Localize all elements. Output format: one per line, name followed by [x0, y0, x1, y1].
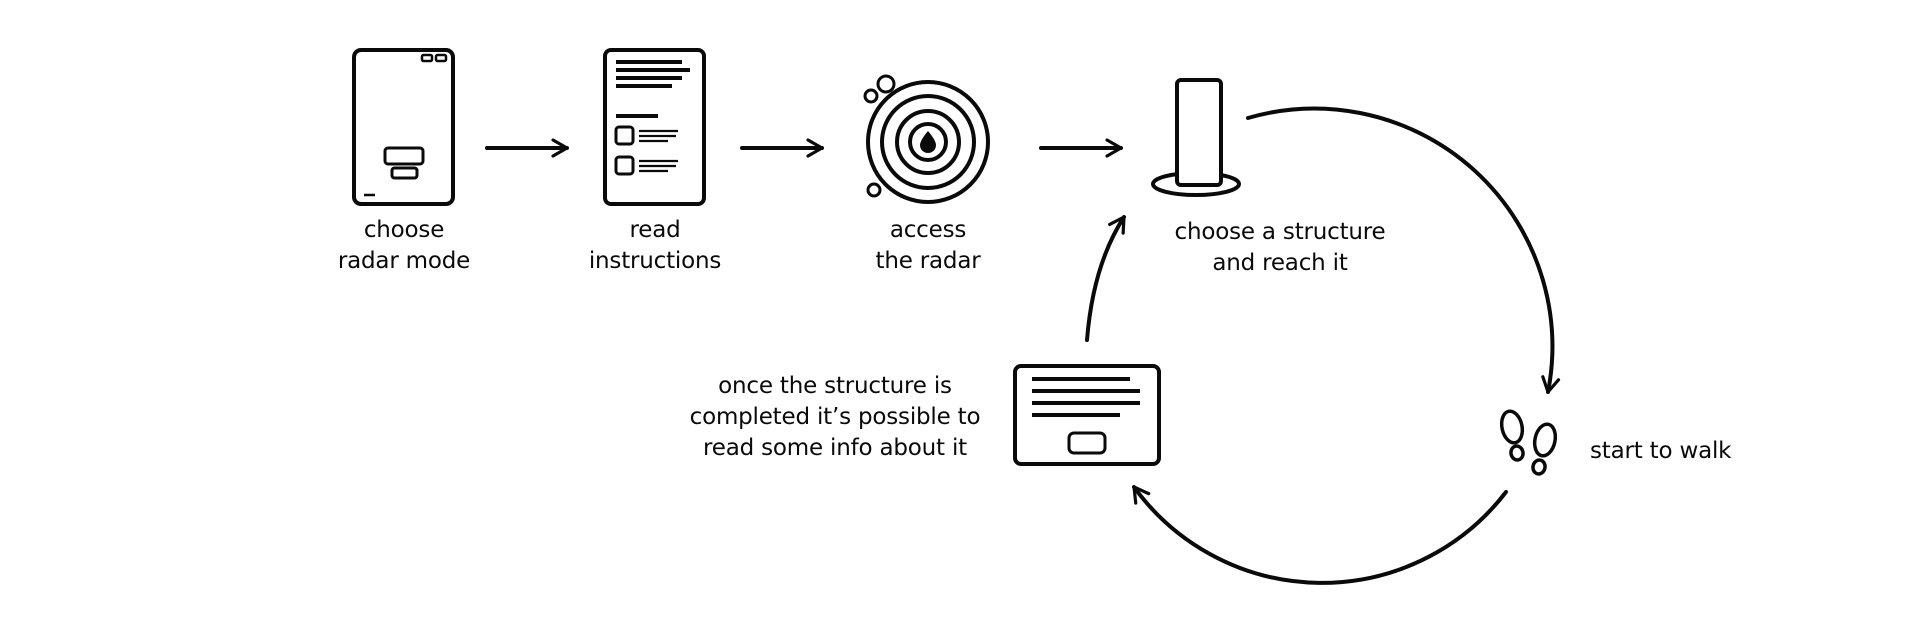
cycle-arrow-to-info: [1132, 485, 1508, 585]
label-line: choose a structure: [1174, 219, 1386, 245]
radar-icon: [863, 74, 990, 204]
label-line: once the structure is: [718, 373, 952, 399]
label-line: radar mode: [337, 248, 471, 274]
step-label-read-instructions: read instructions: [574, 215, 736, 277]
label-line: choose: [363, 217, 445, 243]
label-line: read: [629, 217, 681, 243]
label-line: read some info about it: [703, 435, 967, 461]
label-line: the radar: [875, 248, 981, 274]
step-label-choose-a-structure: choose a structure and reach it: [1150, 217, 1410, 279]
label-line: start to walk: [1590, 438, 1732, 464]
step-label-read-info: once the structure is completed it’s pos…: [670, 371, 1000, 464]
label-line: access: [889, 217, 967, 243]
label-line: completed it’s possible to: [689, 404, 981, 430]
label-line: instructions: [588, 248, 722, 274]
label-line: and reach it: [1212, 250, 1348, 276]
step-label-start-to-walk: start to walk: [1590, 436, 1790, 467]
smartphone-icon: [352, 48, 455, 206]
cycle-arrow-to-walk: [1246, 106, 1561, 394]
info-card-icon: [1013, 364, 1161, 466]
footsteps-icon: [1499, 409, 1558, 476]
step-label-choose-radar-mode: choose radar mode: [323, 215, 485, 277]
cycle-arrow-to-structure: [1085, 215, 1126, 342]
instructions-document-icon: [603, 48, 706, 206]
step-label-access-the-radar: access the radar: [847, 215, 1009, 277]
structure-pillar-icon: [1151, 78, 1241, 197]
